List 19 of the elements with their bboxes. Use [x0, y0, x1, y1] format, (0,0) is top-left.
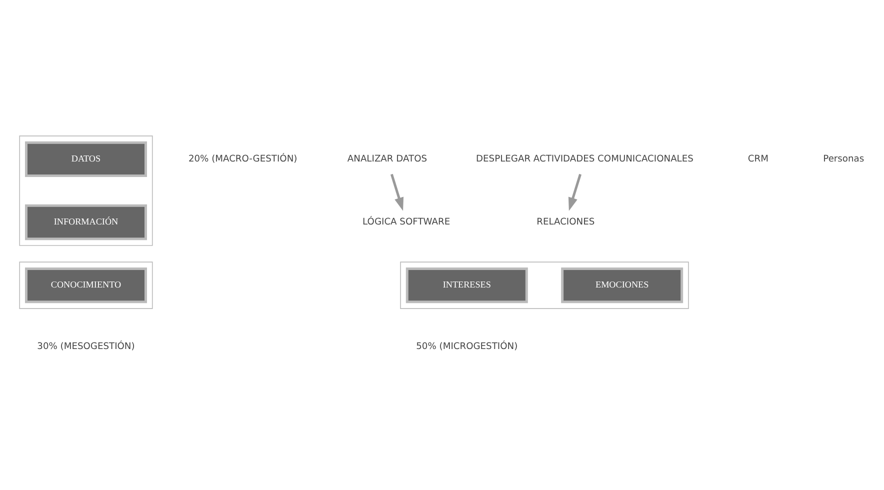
- cluster: [19, 135, 153, 246]
- node-text: ANALIZAR DATOS: [347, 154, 428, 164]
- label: 30% (MESOGESTIÓN): [37, 342, 135, 352]
- cluster: [400, 261, 689, 308]
- node-box: INFORMACIÓN: [25, 204, 147, 240]
- cluster: [19, 261, 153, 308]
- label: 50% (MICROGESTIÓN): [416, 342, 518, 352]
- node-box: DATOS: [25, 140, 147, 177]
- node-box: EMOCIONES: [561, 267, 684, 303]
- node-text: RELACIONES: [536, 217, 595, 228]
- label: Personas: [823, 154, 864, 164]
- node-box: INTERESES: [406, 267, 528, 303]
- node-box: CONOCIMIENTO: [25, 267, 147, 303]
- node-text: LÓGICA SOFTWARE: [362, 217, 450, 228]
- node-text: DESPLEGAR ACTIVIDADES COMUNICACIONALES: [476, 154, 694, 164]
- label: 20% (MACRO-GESTIÓN): [188, 154, 298, 164]
- arrow: [568, 173, 582, 210]
- arrow: [390, 173, 404, 210]
- label: CRM: [748, 154, 768, 164]
